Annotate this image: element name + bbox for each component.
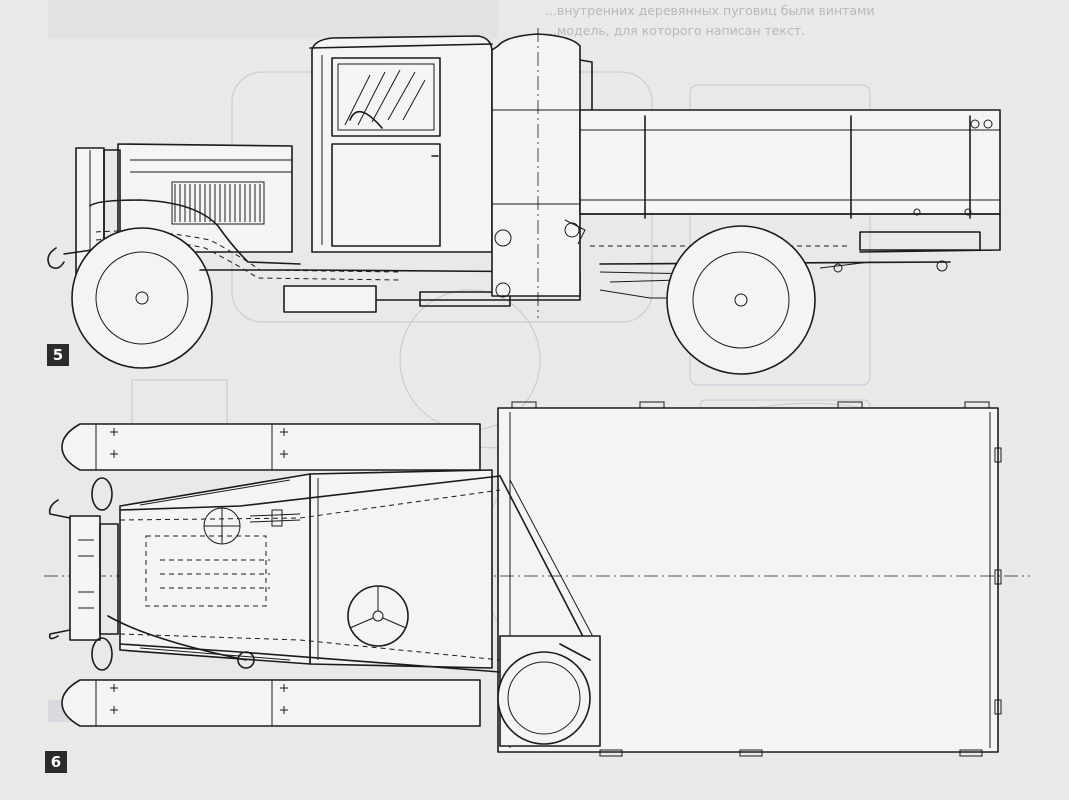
platform-fixings [511, 401, 1002, 757]
caption-line: ...внутренних деревянных пуговиц были ви… [545, 3, 875, 18]
side-view [47, 28, 1001, 375]
figure-label-6: 6 [45, 751, 67, 773]
scan-smudge [48, 0, 498, 38]
caption-line: ...модель, для которого написан текст. [545, 23, 806, 38]
bolt-marks [110, 428, 288, 458]
top-view [44, 401, 1030, 757]
bolt-marks [110, 684, 288, 714]
figure-label-5: 5 [47, 344, 69, 366]
